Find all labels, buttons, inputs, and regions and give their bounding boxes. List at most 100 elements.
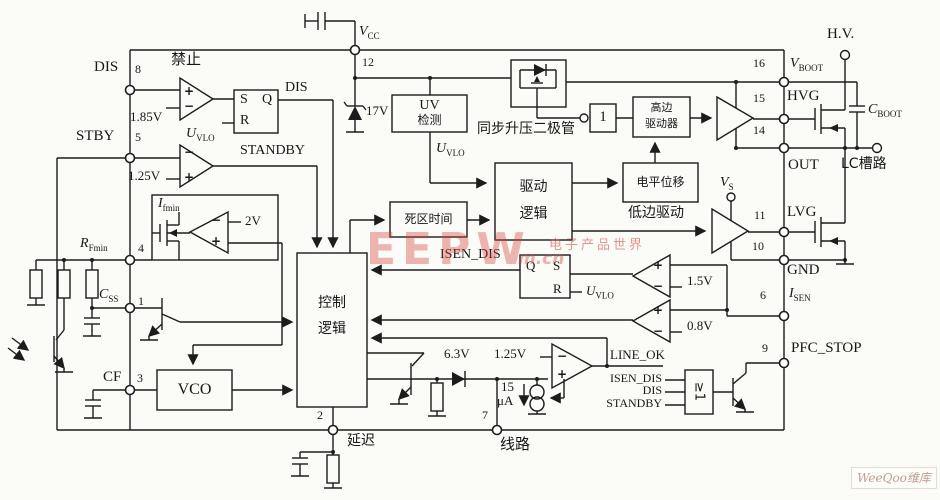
ref-17v: 17V (366, 103, 389, 118)
block-disable-label: 禁止 (171, 50, 202, 68)
pin-circles (124, 44, 790, 436)
ref-0v8: 0.8V (687, 318, 713, 333)
pin-label-out: OUT (788, 157, 819, 173)
ifmin-block (134, 194, 283, 366)
pin-label-stby: STBY (76, 128, 115, 144)
vboot-rail (566, 80, 779, 150)
pin-number-6: 6 (760, 288, 766, 302)
watermark-eepw-cn: 电子产品世界 (549, 238, 646, 253)
standby-comparator (134, 143, 323, 249)
block-sync-boost-label: 同步升压二极管 (477, 121, 575, 137)
pin-label-css: CSS (99, 287, 119, 304)
isen-comparator-0v8 (370, 265, 779, 344)
pin-label-vcc: VCC (359, 24, 380, 41)
pin-label-pfc-stop: PFC_STOP (791, 340, 862, 356)
pin-number-7: 7 (482, 408, 488, 422)
cboot-cap (789, 81, 865, 150)
vcc-internal-rail (353, 50, 511, 95)
uv-detect-box (391, 94, 488, 189)
watermark-eepw-url: m.cn (518, 249, 565, 269)
hs-driver-line1: 高边 (650, 101, 673, 114)
one-buffer-label: 1 (599, 109, 607, 125)
sync-boost-diode-box (510, 59, 580, 119)
pin-number-1: 1 (138, 294, 144, 308)
drive-logic-line1: 驱动 (519, 179, 548, 195)
high-mosfet (789, 104, 847, 150)
pin-label-vboot: VBOOT (790, 56, 824, 73)
plus-sign: + (653, 258, 664, 272)
vcc-decoupling-cap (304, 12, 356, 50)
stby-external-wire (56, 157, 130, 430)
ref-1v25: 1.25V (128, 168, 161, 183)
low-mosfet (789, 148, 854, 265)
plus-sign: + (184, 84, 195, 98)
pin-number-12: 12 (362, 55, 374, 69)
drive-logic-box (467, 162, 707, 241)
latch1-q: Q (262, 92, 273, 107)
pin-label-rfmin: RFmin (80, 236, 108, 253)
ref-15ua-value: 15 (501, 379, 514, 394)
ref-1v25b: 1.25V (494, 346, 527, 361)
terminal-lc-tank-label: LC槽路 (841, 156, 887, 172)
css-external-cap (83, 306, 130, 337)
ref-1v85: 1.85V (130, 109, 163, 124)
latch2-q: Q (526, 258, 536, 273)
pin-number-3: 3 (137, 371, 143, 385)
uv-box-line1: UV (419, 98, 440, 113)
one-buffer-box (579, 103, 633, 133)
photo-transistor (7, 329, 73, 373)
hs-buffer-triangle (716, 95, 779, 142)
ctrl-logic-box (296, 252, 368, 426)
hv-terminal (839, 49, 851, 110)
pfc-transistor (732, 362, 779, 413)
pin-label-isen: ISEN (789, 286, 811, 303)
latch2-s: S (553, 258, 561, 273)
watermark-eepw: EEPW (366, 224, 531, 275)
line-comparator (370, 332, 663, 390)
pin-label-hvg: HVG (787, 88, 820, 104)
drive-logic-line2: 逻辑 (519, 206, 548, 222)
or-gate (665, 369, 733, 415)
pin-label-line: 线路 (500, 435, 531, 453)
signal-uvlo-c: UVLO (586, 283, 614, 301)
ref-6v3: 6.3V (444, 346, 470, 361)
terminal-hv-label: H.V. (827, 26, 855, 42)
delay-rc-network (291, 434, 342, 489)
cf-external-cap (84, 389, 130, 419)
block-low-side-drive-label: 低边驱动 (628, 205, 684, 221)
ref-2v: 2V (245, 213, 261, 228)
pin-number-2: 2 (317, 408, 323, 422)
dead-time-box (349, 201, 468, 253)
level-shift-box (622, 141, 699, 203)
minus-sign: − (184, 99, 195, 113)
plus-sign: + (184, 170, 195, 184)
pin-label-dis: DIS (94, 59, 119, 75)
signal-uvlo-a: UVLO (186, 126, 215, 143)
pin-label-delay: 延迟 (347, 433, 375, 449)
or-gate-label: ≥1 (691, 381, 707, 402)
pin-number-11: 11 (754, 208, 766, 222)
line-sense-circuit (367, 352, 565, 426)
pin-number-9: 9 (762, 341, 768, 355)
ref-15ua-unit: μA (497, 393, 514, 408)
disable-comparator (134, 76, 234, 122)
signal-standby: STANDBY (240, 143, 305, 158)
level-shift-label: 电平位移 (636, 175, 685, 189)
latch1-r: R (240, 113, 250, 128)
plus-sign: + (653, 303, 664, 317)
pin-number-15: 15 (753, 91, 765, 105)
pin-number-16: 16 (753, 56, 765, 70)
zener-17v (343, 78, 367, 133)
ls-buffer-triangle (711, 192, 779, 261)
dead-time-label: 死区时间 (404, 212, 453, 226)
sr-latch-1 (222, 89, 339, 249)
plus-sign: + (557, 367, 568, 381)
css-transistor (134, 298, 294, 341)
pin-number-4: 4 (138, 241, 144, 255)
pin-number-14: 14 (753, 123, 765, 137)
signal-isen-dis: ISEN_DIS (440, 247, 501, 262)
ref-1v5: 1.5V (687, 273, 713, 288)
pin-number-5: 5 (135, 130, 141, 144)
